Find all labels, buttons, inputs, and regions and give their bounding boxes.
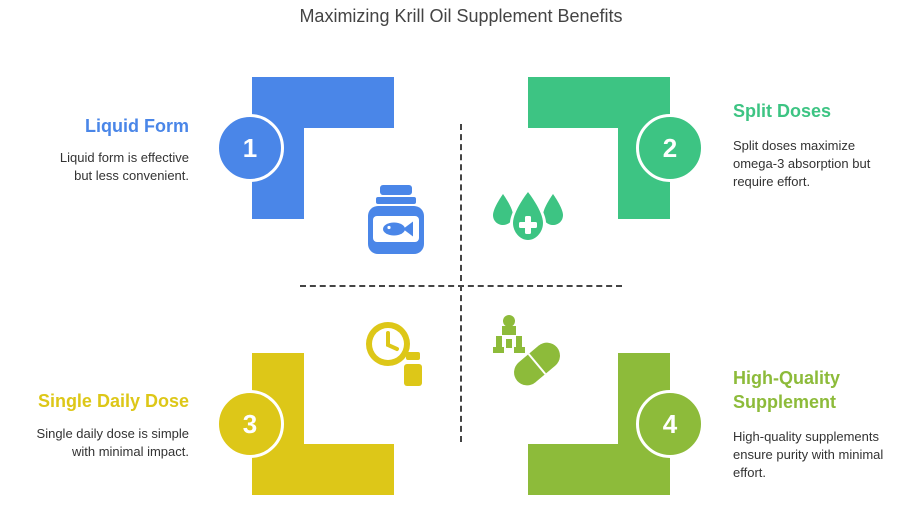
step-number-2: 2 (636, 114, 704, 182)
clock-bottle-icon (366, 322, 424, 388)
step-number-4: 4 (636, 390, 704, 458)
heading-split-doses: Split Doses (733, 101, 832, 121)
bracket-3 (252, 353, 394, 495)
page-title: Maximizing Krill Oil Supplement Benefits (299, 6, 623, 26)
step-number-1: 1 (216, 114, 284, 182)
bracket-4 (528, 353, 670, 495)
drops-plus-icon (493, 188, 563, 243)
bracket-2 (528, 77, 670, 219)
desc-single-daily-dose: Single daily dose is simple with minimal… (36, 426, 189, 459)
divider-vertical (460, 124, 462, 442)
desc-high-quality-supplement: High-quality supplements ensure purity w… (733, 429, 884, 480)
bracket-1 (252, 77, 394, 219)
divider-horizontal (300, 285, 622, 287)
heading-high-quality-supplement: High-Quality Supplement (733, 368, 840, 412)
step-number-3: 3 (216, 390, 284, 458)
capsule-molecule-icon (493, 315, 560, 386)
desc-liquid-form: Liquid form is effective but less conven… (59, 150, 189, 183)
heading-liquid-form: Liquid Form (85, 116, 189, 136)
desc-split-doses: Split doses maximize omega-3 absorption … (733, 138, 871, 189)
heading-single-daily-dose: Single Daily Dose (37, 391, 189, 411)
fish-oil-jar-icon (368, 185, 424, 254)
